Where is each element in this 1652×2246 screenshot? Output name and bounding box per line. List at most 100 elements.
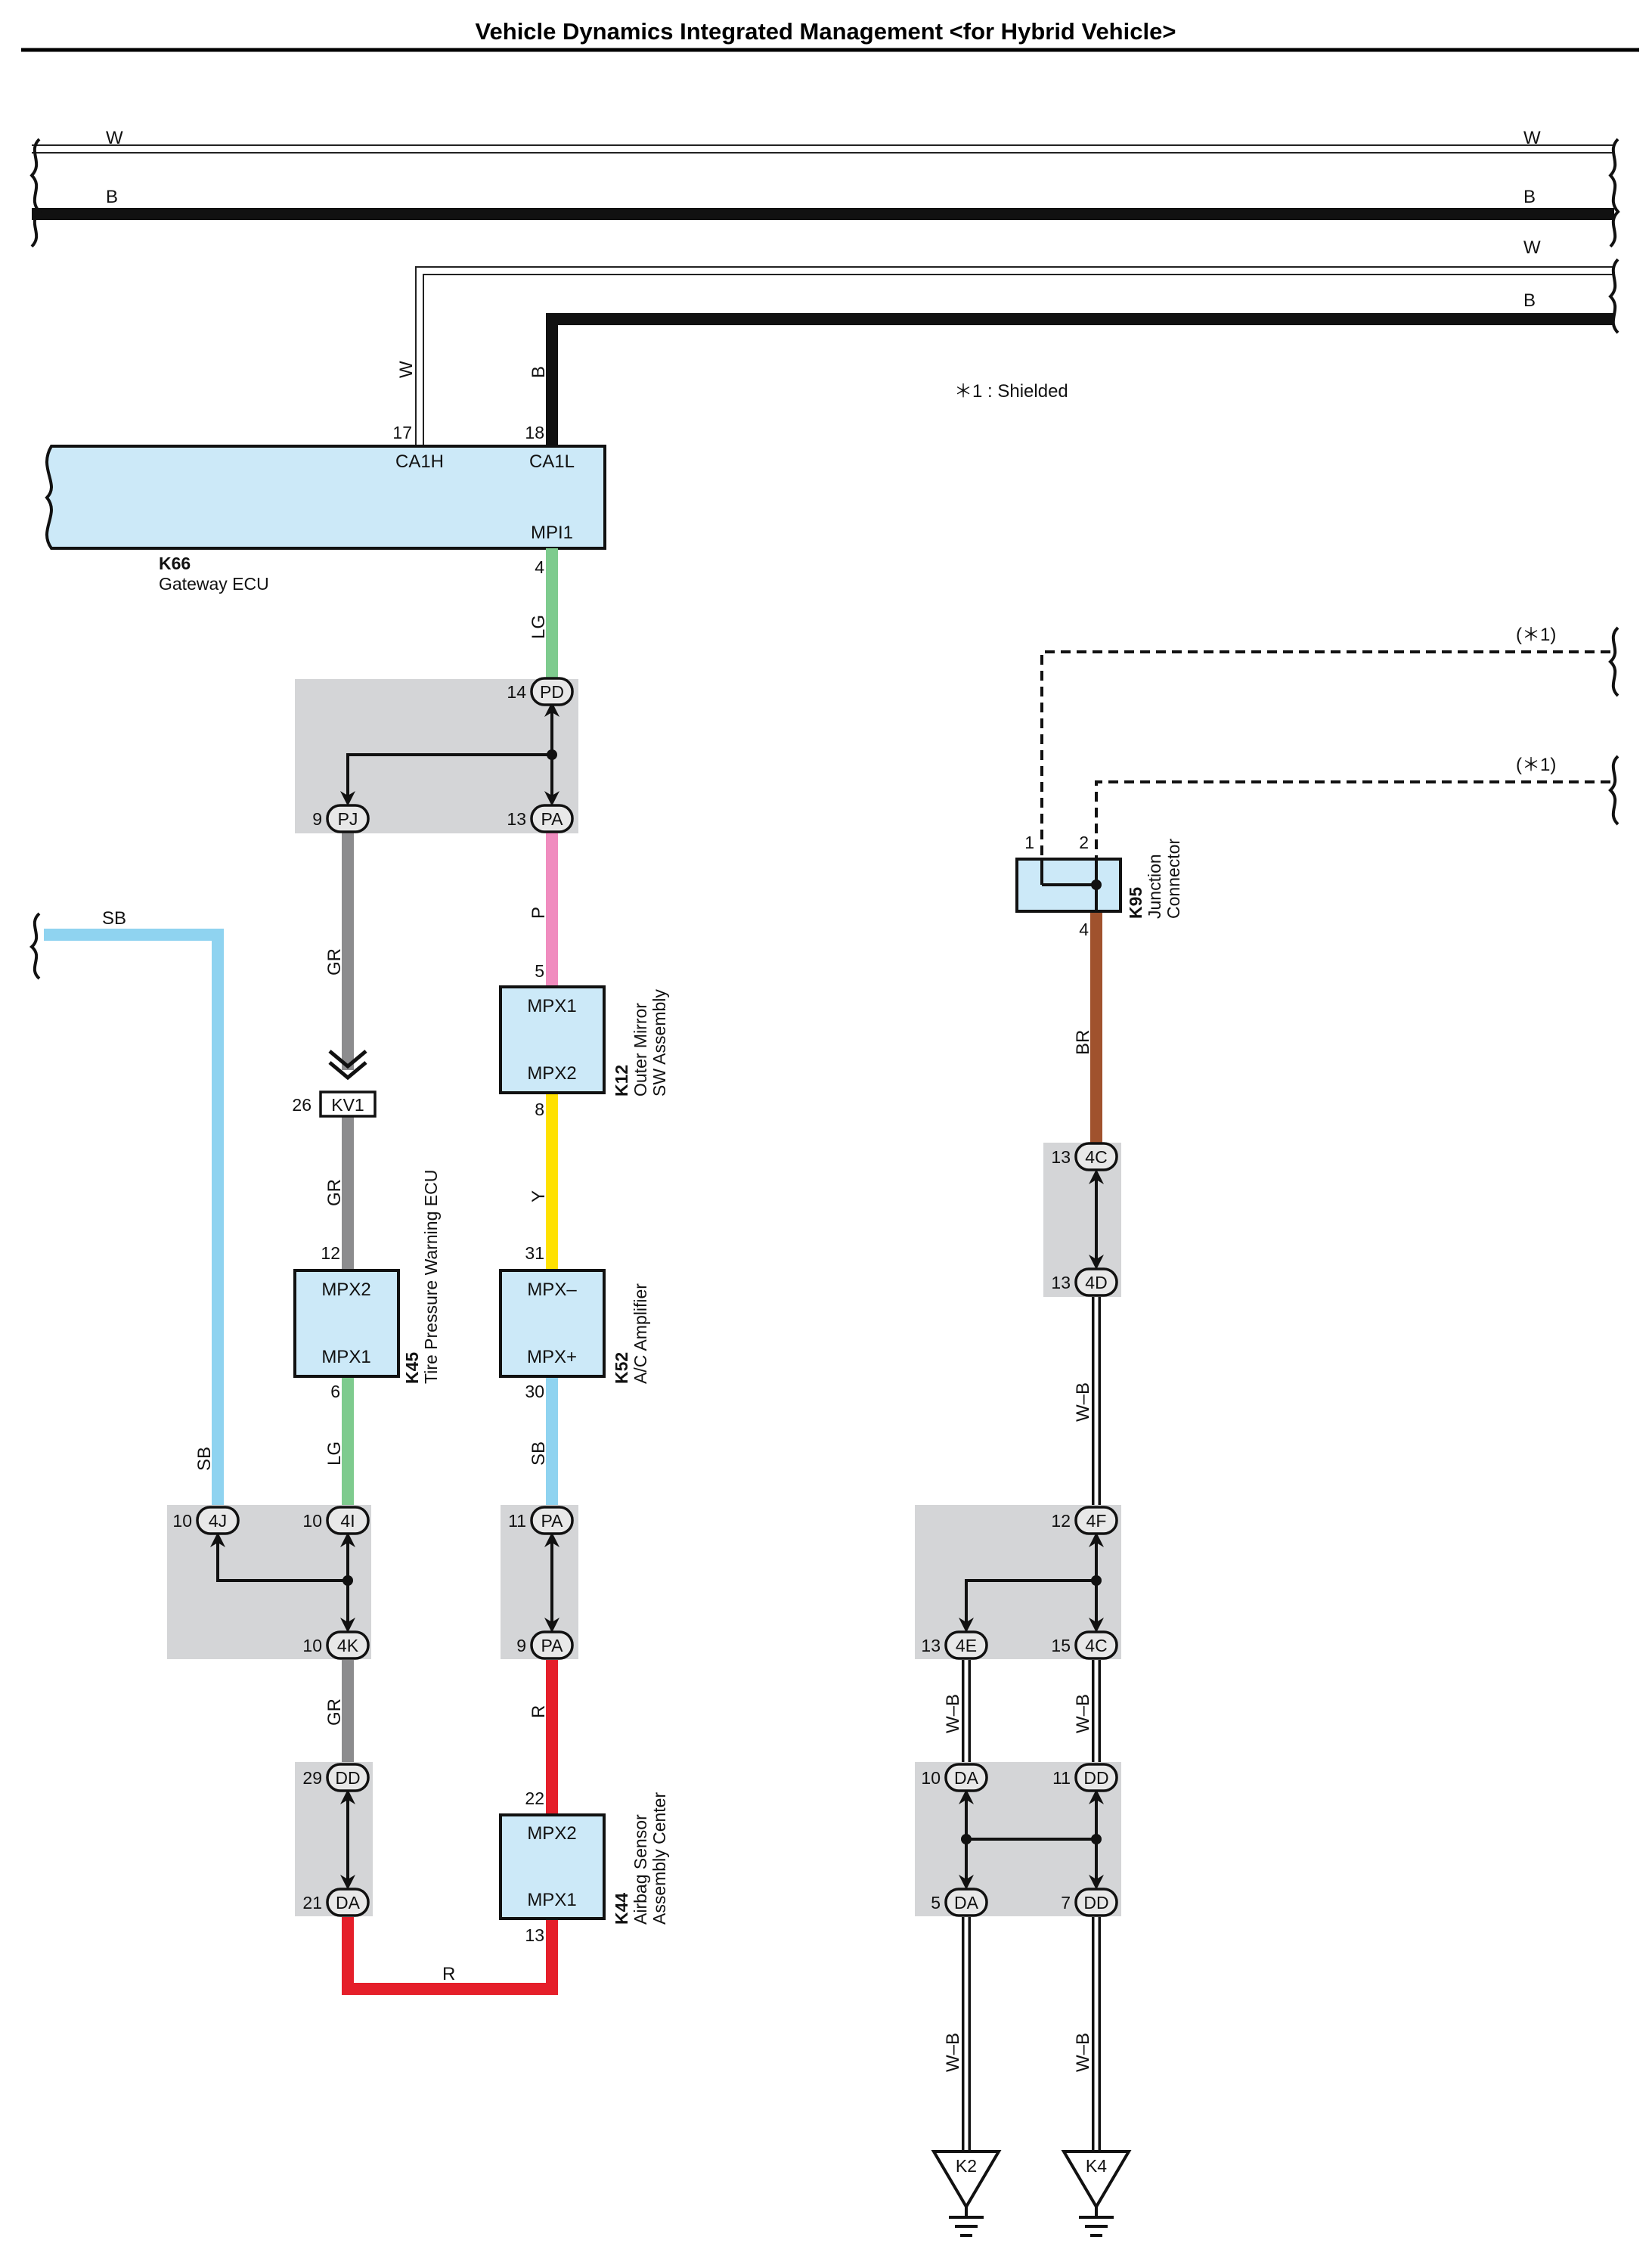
svg-text:13: 13 bbox=[1051, 1147, 1071, 1167]
svg-text:31: 31 bbox=[525, 1243, 544, 1263]
svg-text:B: B bbox=[1523, 187, 1536, 207]
connector-pa13: PA 13 bbox=[507, 804, 574, 833]
svg-text:26: 26 bbox=[292, 1095, 311, 1115]
top-bus-labels: W B W B W B W B bbox=[106, 128, 1541, 378]
page-title: Vehicle Dynamics Integrated Management <… bbox=[476, 18, 1176, 45]
svg-text:(＊1): (＊1) bbox=[1516, 755, 1556, 775]
svg-text:W–B: W–B bbox=[1073, 2033, 1093, 2072]
svg-text:Tire Pressure Warning ECU: Tire Pressure Warning ECU bbox=[421, 1170, 441, 1384]
svg-text:CA1H: CA1H bbox=[395, 451, 444, 472]
svg-text:R: R bbox=[442, 1964, 455, 1984]
svg-text:R: R bbox=[528, 1705, 549, 1718]
svg-text:13: 13 bbox=[507, 809, 526, 829]
connector-4k10: 4K 10 bbox=[302, 1630, 370, 1660]
svg-text:4: 4 bbox=[535, 557, 544, 577]
wire-labels-left: LG GR P GR Y LG SB SB SB GR R R bbox=[102, 615, 549, 1984]
k95-junction-connector: 1 2 4 K95 Junction Connector bbox=[1015, 833, 1183, 939]
svg-text:1: 1 bbox=[1024, 833, 1034, 852]
svg-text:SW Assembly: SW Assembly bbox=[649, 989, 669, 1097]
svg-text:PA: PA bbox=[541, 1511, 564, 1531]
svg-text:PA: PA bbox=[541, 1636, 564, 1655]
svg-text:18: 18 bbox=[525, 423, 544, 442]
svg-text:KV1: KV1 bbox=[331, 1095, 364, 1115]
svg-text:W: W bbox=[1523, 128, 1541, 148]
connector-4c13: 4C 13 bbox=[1051, 1142, 1118, 1171]
connector-4d13: 4D 13 bbox=[1051, 1267, 1118, 1297]
svg-text:GR: GR bbox=[324, 1179, 345, 1206]
svg-text:Airbag Sensor: Airbag Sensor bbox=[631, 1814, 650, 1925]
connector-dd29: DD 29 bbox=[302, 1763, 370, 1792]
svg-text:Junction: Junction bbox=[1145, 854, 1164, 919]
svg-text:P: P bbox=[528, 907, 549, 919]
k66-gateway-ecu: 17 18 CA1H CA1L MPI1 K66 Gateway ECU 4 bbox=[45, 423, 606, 594]
svg-text:GR: GR bbox=[324, 1698, 345, 1726]
connector-4e13: 4E 13 bbox=[921, 1630, 988, 1660]
svg-text:B: B bbox=[1523, 290, 1536, 311]
svg-text:4: 4 bbox=[1079, 920, 1089, 939]
svg-text:4J: 4J bbox=[209, 1511, 227, 1531]
svg-text:4C: 4C bbox=[1085, 1636, 1107, 1655]
svg-text:4C: 4C bbox=[1085, 1147, 1107, 1167]
svg-text:12: 12 bbox=[321, 1243, 340, 1263]
k52-ac-amplifier: MPX– MPX+ 31 30 K52 A/C Amplifier bbox=[499, 1243, 650, 1401]
svg-text:PD: PD bbox=[540, 682, 564, 702]
svg-text:PJ: PJ bbox=[338, 809, 358, 829]
svg-text:Outer Mirror: Outer Mirror bbox=[631, 1003, 650, 1097]
svg-text:PA: PA bbox=[541, 809, 564, 829]
connector-4f12: 4F 12 bbox=[1051, 1506, 1118, 1535]
svg-text:Y: Y bbox=[528, 1190, 549, 1202]
k45-tire-pressure-ecu: MPX2 MPX1 12 6 K45 Tire Pressure Warning… bbox=[293, 1170, 441, 1401]
svg-text:MPX2: MPX2 bbox=[527, 1823, 576, 1844]
svg-text:(＊1): (＊1) bbox=[1516, 625, 1556, 645]
svg-text:DA: DA bbox=[954, 1893, 979, 1913]
svg-text:10: 10 bbox=[302, 1511, 322, 1531]
connector-da21: DA 21 bbox=[302, 1888, 370, 1917]
connector-4c15: 4C 15 bbox=[1051, 1630, 1118, 1660]
svg-text:DA: DA bbox=[336, 1893, 361, 1913]
svg-text:6: 6 bbox=[330, 1382, 340, 1401]
svg-text:K12: K12 bbox=[612, 1065, 631, 1097]
svg-text:W–B: W–B bbox=[1073, 1382, 1093, 1422]
kv1-connector: KV1 26 bbox=[292, 1050, 377, 1118]
svg-text:W: W bbox=[106, 128, 123, 148]
svg-text:DD: DD bbox=[335, 1768, 360, 1788]
svg-text:Assembly Center: Assembly Center bbox=[649, 1792, 669, 1925]
svg-text:4E: 4E bbox=[956, 1636, 977, 1655]
svg-text:MPX2: MPX2 bbox=[527, 1063, 576, 1084]
svg-text:21: 21 bbox=[302, 1893, 322, 1913]
svg-text:13: 13 bbox=[525, 1925, 544, 1945]
svg-text:9: 9 bbox=[516, 1636, 526, 1655]
svg-text:W: W bbox=[1523, 237, 1541, 258]
svg-text:13: 13 bbox=[921, 1636, 941, 1655]
connector-pd14: PD 14 bbox=[507, 677, 574, 706]
connector-pa11: PA 11 bbox=[508, 1506, 574, 1535]
svg-text:14: 14 bbox=[507, 682, 526, 702]
svg-text:W–B: W–B bbox=[943, 1694, 963, 1733]
svg-text:DD: DD bbox=[1083, 1893, 1108, 1913]
svg-text:30: 30 bbox=[525, 1382, 544, 1401]
svg-text:MPX2: MPX2 bbox=[321, 1280, 370, 1300]
svg-text:9: 9 bbox=[312, 809, 322, 829]
svg-text:CA1L: CA1L bbox=[529, 451, 575, 472]
svg-text:4I: 4I bbox=[340, 1511, 355, 1531]
svg-text:MPX1: MPX1 bbox=[527, 996, 576, 1016]
svg-text:A/C Amplifier: A/C Amplifier bbox=[631, 1283, 650, 1384]
svg-text:K44: K44 bbox=[612, 1893, 631, 1925]
wire-labels-right: (＊1) (＊1) BR W–B W–B W–B W–B W–B bbox=[943, 625, 1556, 2072]
svg-text:K95: K95 bbox=[1126, 887, 1145, 919]
svg-text:MPX1: MPX1 bbox=[321, 1347, 370, 1367]
svg-text:5: 5 bbox=[535, 961, 544, 981]
svg-text:5: 5 bbox=[931, 1893, 941, 1913]
svg-text:10: 10 bbox=[172, 1511, 192, 1531]
svg-text:K66: K66 bbox=[159, 554, 191, 573]
svg-text:W: W bbox=[396, 361, 417, 378]
svg-text:15: 15 bbox=[1051, 1636, 1071, 1655]
svg-text:4F: 4F bbox=[1086, 1511, 1107, 1531]
shield-note: ＊1 : Shielded bbox=[954, 381, 1068, 402]
svg-text:MPX1: MPX1 bbox=[527, 1890, 576, 1910]
k12-outer-mirror-sw: MPX1 MPX2 5 8 K12 Outer Mirror SW Assemb… bbox=[499, 961, 669, 1119]
svg-text:B: B bbox=[528, 366, 549, 378]
svg-text:K2: K2 bbox=[956, 2156, 977, 2176]
svg-text:MPX+: MPX+ bbox=[527, 1347, 577, 1367]
svg-text:W–B: W–B bbox=[1073, 1694, 1093, 1733]
